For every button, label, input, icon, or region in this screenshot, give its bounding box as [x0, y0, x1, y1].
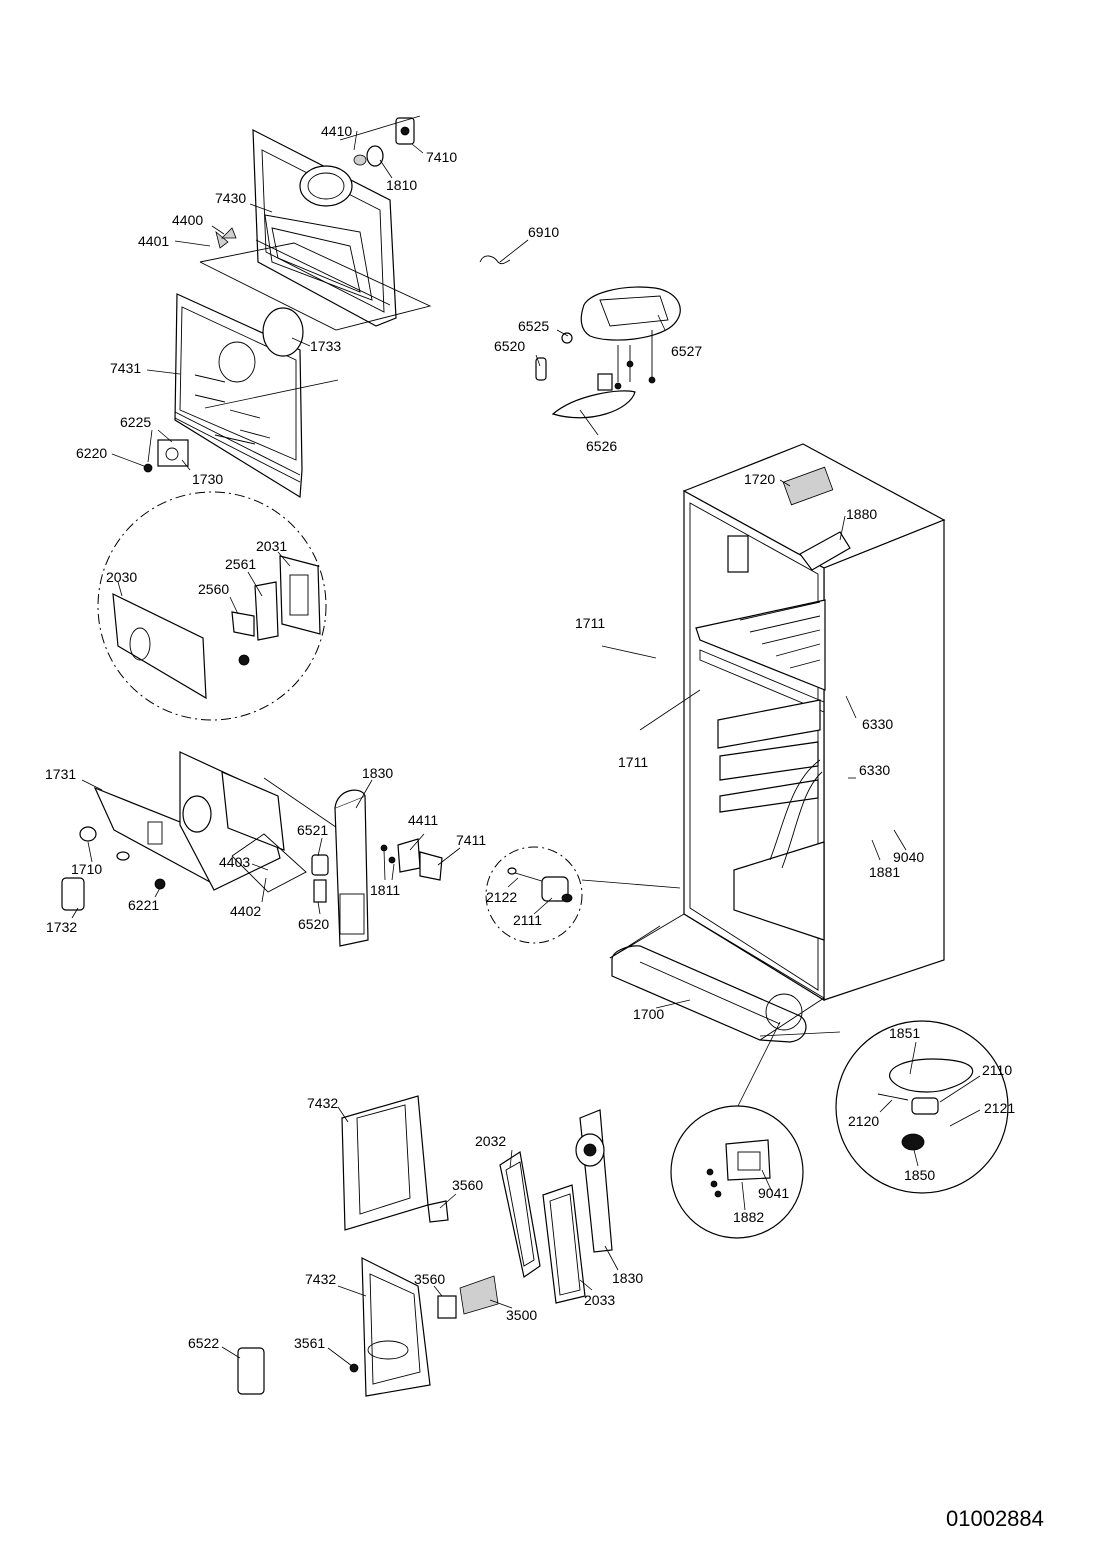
part-label-2110: 2110 — [982, 1062, 1012, 1078]
part-label-6221: 6221 — [128, 897, 159, 913]
part-label-1811: 1811 — [370, 882, 400, 898]
part-label-6910: 6910 — [528, 224, 559, 240]
part-label-1733: 1733 — [310, 338, 341, 354]
part-label-6526: 6526 — [586, 438, 617, 454]
part-label-4400: 4400 — [172, 212, 203, 228]
part-label-1731: 1731 — [45, 766, 76, 782]
crisper-cover-1700 — [609, 913, 825, 1043]
part-label-1850: 1850 — [904, 1167, 935, 1183]
part-labels: 4410 7410 1810 7430 4400 4401 6910 1733 … — [45, 123, 1015, 1351]
part-label-4411: 4411 — [408, 812, 438, 828]
part-label-4410: 4410 — [321, 123, 352, 139]
part-label-2033: 2033 — [584, 1292, 615, 1308]
evaporator-cover-7431 — [143, 293, 339, 499]
part-label-7432-a: 7432 — [307, 1095, 338, 1111]
hinge-detail-callouts — [670, 993, 1009, 1239]
part-label-2031: 2031 — [256, 538, 287, 554]
hinge-pin-callout — [485, 846, 681, 944]
part-label-6330-a: 6330 — [862, 716, 893, 732]
vent-slots — [194, 374, 271, 445]
part-label-7410: 7410 — [426, 149, 457, 165]
part-label-4401: 4401 — [138, 233, 169, 249]
part-label-1720: 1720 — [744, 471, 775, 487]
part-label-2561: 2561 — [225, 556, 256, 572]
part-label-6527: 6527 — [671, 343, 702, 359]
part-label-6225: 6225 — [120, 414, 151, 430]
part-label-6220: 6220 — [76, 445, 107, 461]
part-label-2121: 2121 — [984, 1100, 1015, 1116]
part-label-1830-b: 1830 — [612, 1270, 643, 1286]
shelf-grid — [739, 601, 821, 669]
part-label-1880: 1880 — [846, 506, 877, 522]
dispenser-housing-assembly — [61, 751, 347, 911]
dispenser-duct-1830 — [311, 789, 443, 947]
part-label-6521: 6521 — [297, 822, 328, 838]
part-label-6522: 6522 — [188, 1335, 219, 1351]
part-label-7431: 7431 — [110, 360, 141, 376]
document-number: 01002884 — [946, 1506, 1044, 1531]
part-label-2030: 2030 — [106, 569, 137, 585]
part-label-6525: 6525 — [518, 318, 549, 334]
part-label-2120: 2120 — [848, 1113, 879, 1129]
part-label-3560-b: 3560 — [414, 1271, 445, 1287]
control-housing-6527 — [479, 255, 681, 419]
part-label-1732: 1732 — [46, 919, 77, 935]
part-label-6520-b: 6520 — [298, 916, 329, 932]
part-label-1700: 1700 — [633, 1006, 664, 1022]
part-label-2111: 2111 — [513, 912, 542, 928]
part-label-1711-b: 1711 — [618, 754, 648, 770]
part-label-6520-a: 6520 — [494, 338, 525, 354]
freezer-back-panel-assembly — [199, 115, 432, 331]
door-trims-2032-2033-1830 — [499, 1109, 613, 1304]
door-panels-7432 — [237, 1095, 499, 1397]
part-label-2560: 2560 — [198, 581, 229, 597]
leader-lines — [71, 130, 981, 1367]
part-label-1830-a: 1830 — [362, 765, 393, 781]
part-label-1810: 1810 — [386, 177, 417, 193]
part-label-2122: 2122 — [486, 889, 517, 905]
part-label-4402: 4402 — [230, 903, 261, 919]
part-label-7432-b: 7432 — [305, 1271, 336, 1287]
part-label-1711-a: 1711 — [575, 615, 605, 631]
part-label-1881: 1881 — [869, 864, 900, 880]
part-label-1710: 1710 — [71, 861, 102, 877]
part-label-1882: 1882 — [733, 1209, 764, 1225]
refrigerator-cabinet — [682, 443, 946, 1002]
part-label-2032: 2032 — [475, 1133, 506, 1149]
control-detail-callout — [97, 491, 327, 721]
part-label-4403: 4403 — [219, 854, 250, 870]
part-label-7430: 7430 — [215, 190, 246, 206]
part-label-1851: 1851 — [889, 1025, 920, 1041]
part-label-9040: 9040 — [893, 849, 924, 865]
part-label-3560-a: 3560 — [452, 1177, 483, 1193]
part-label-6330-b: 6330 — [859, 762, 890, 778]
part-label-9041: 9041 — [758, 1185, 789, 1201]
part-label-3500: 3500 — [506, 1307, 537, 1323]
part-label-1730: 1730 — [192, 471, 223, 487]
part-label-3561: 3561 — [294, 1335, 325, 1351]
part-label-7411: 7411 — [456, 832, 486, 848]
